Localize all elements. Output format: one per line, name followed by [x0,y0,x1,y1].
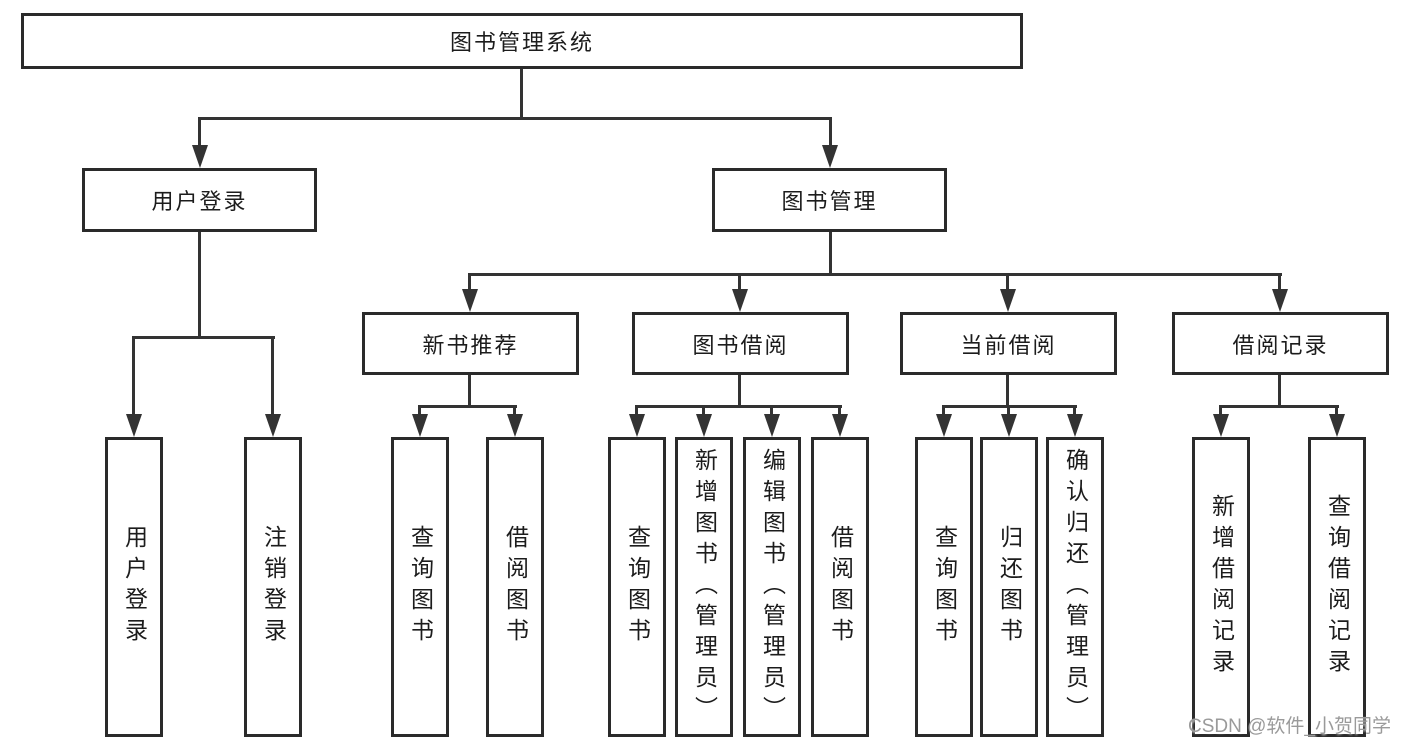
node-label: 图书借阅 [692,332,789,358]
node-label: 查询图书 [931,525,958,649]
arrow-new-book [462,289,478,312]
connector-root-stem [520,69,523,120]
node-label: 借阅记录 [1232,332,1329,358]
connector-stem-rec-query [418,405,421,417]
node-current-borrow: 当前借阅 [900,312,1117,375]
leaf-add-book-admin: 新增图书（管理员） [675,437,733,737]
connector-root-bar [198,117,832,120]
connector-stem-login-leaf [132,336,135,418]
connector-stem-new-book [468,273,471,293]
connector-stem-book-management [829,117,832,149]
leaf-current-query-books: 查询图书 [915,437,973,737]
node-label: 注销登录 [260,525,287,649]
leaf-recommend-query-books: 查询图书 [391,437,449,737]
arrow-current-borrow [1000,289,1016,312]
node-label: 用户登录 [121,525,148,649]
connector-stem-current-borrow [1006,273,1009,293]
arrow-cur-return [1001,414,1017,437]
connector-bookmgmt-stem [829,232,832,276]
connector-stem-recd-add [1219,405,1222,417]
leaf-user-login: 用户登录 [105,437,163,737]
leaf-logout: 注销登录 [244,437,302,737]
arrow-logout-leaf [265,414,281,437]
leaf-add-borrow-record: 新增借阅记录 [1192,437,1250,737]
connector-stem-bor-add [702,405,705,417]
connector-userlogin-stem [198,232,201,339]
arrow-login-leaf [126,414,142,437]
node-label: 查询图书 [624,525,651,649]
arrow-rec-borrow [507,414,523,437]
leaf-borrow-books: 借阅图书 [811,437,869,737]
node-label: 新增借阅记录 [1208,494,1235,680]
connector-stem-bor-borrow [838,405,841,417]
arrow-cur-query [936,414,952,437]
connector-stem-book-borrow [738,273,741,293]
node-label: 当前借阅 [960,332,1057,358]
connector-recommend-stem [468,375,471,408]
node-label: 借阅图书 [502,525,529,649]
node-label: 图书管理系统 [449,30,594,55]
node-label: 编辑图书（管理员） [759,447,786,727]
connector-stem-borrow-records [1278,273,1281,293]
connector-bookmgmt-bar [468,273,1282,276]
connector-stem-cur-return [1007,405,1010,417]
arrow-rec-query [412,414,428,437]
node-user-login: 用户登录 [82,168,317,232]
leaf-recommend-borrow-books: 借阅图书 [486,437,544,737]
node-label: 借阅图书 [827,525,854,649]
arrow-bor-query [629,414,645,437]
connector-stem-user-login [198,117,201,149]
connector-stem-cur-confirm [1073,405,1076,417]
node-label: 归还图书 [996,525,1023,649]
node-borrow-records: 借阅记录 [1172,312,1389,375]
node-label: 新书推荐 [422,332,519,358]
arrow-recd-query [1329,414,1345,437]
connector-stem-recd-query [1335,405,1338,417]
arrow-cur-confirm [1067,414,1083,437]
connector-stem-bor-query [635,405,638,417]
connector-stem-logout-leaf [271,336,274,418]
node-label: 确认归还（管理员） [1062,447,1089,727]
connector-userlogin-bar [132,336,275,339]
connector-current-stem [1006,375,1009,408]
node-label: 用户登录 [151,189,248,214]
leaf-query-borrow-record: 查询借阅记录 [1308,437,1366,737]
connector-borrow-bar [635,405,842,408]
leaf-edit-book-admin: 编辑图书（管理员） [743,437,801,737]
connector-stem-bor-edit [770,405,773,417]
node-book-management: 图书管理 [712,168,947,232]
node-label: 新增图书（管理员） [691,447,718,727]
arrow-borrow-records [1272,289,1288,312]
leaf-confirm-return-admin: 确认归还（管理员） [1046,437,1104,737]
connector-stem-cur-query [942,405,945,417]
leaf-return-books: 归还图书 [980,437,1038,737]
arrow-bor-add [696,414,712,437]
connector-borrow-stem [738,375,741,408]
connector-stem-rec-borrow [513,405,516,417]
node-new-book-recommend: 新书推荐 [362,312,579,375]
arrow-bor-borrow [832,414,848,437]
node-label: 查询图书 [407,525,434,649]
connector-records-bar [1219,405,1339,408]
node-label: 图书管理 [781,189,878,214]
node-label: 查询借阅记录 [1324,494,1351,680]
connector-records-stem [1278,375,1281,408]
csdn-watermark: CSDN @软件_小贺同学 [1188,716,1391,737]
arrow-book-management [822,145,838,168]
connector-recommend-bar [418,405,517,408]
node-library-management-system: 图书管理系统 [21,13,1023,69]
arrow-recd-add [1213,414,1229,437]
arrow-bor-edit [764,414,780,437]
leaf-borrow-query-books: 查询图书 [608,437,666,737]
arrow-user-login [192,145,208,168]
node-book-borrow: 图书借阅 [632,312,849,375]
arrow-book-borrow [732,289,748,312]
